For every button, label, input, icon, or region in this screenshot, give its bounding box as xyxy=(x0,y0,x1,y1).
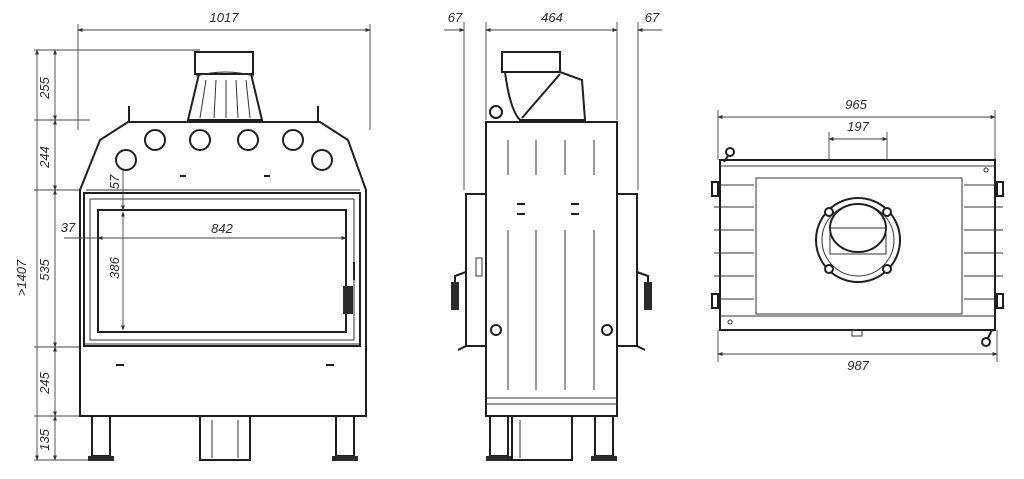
front-view: >1407 255 244 535 245 135 1017 xyxy=(14,10,371,461)
air-holes xyxy=(115,129,333,171)
glass-width-label: 842 xyxy=(211,221,233,236)
top-flue-ring xyxy=(815,197,901,283)
front-flue-outlet xyxy=(186,51,264,121)
side-depth-label: 464 xyxy=(541,10,563,25)
flue-diameter-label: 197 xyxy=(847,119,869,134)
side-view: 67 464 67 xyxy=(444,10,662,461)
side-flue-elbow xyxy=(489,51,587,121)
glass-height-label: 386 xyxy=(107,256,122,278)
total-height-label: >1407 xyxy=(14,259,29,296)
front-height-extension-lines xyxy=(34,49,200,461)
glass-panel xyxy=(97,209,347,333)
top-offset-label: 57 xyxy=(107,174,122,189)
total-width-label: 1017 xyxy=(210,10,240,25)
seg-flue-label: 255 xyxy=(37,76,52,99)
bottom-width-label: 987 xyxy=(847,358,869,373)
seg-legs-label: 135 xyxy=(37,428,52,450)
seg-top-label: 244 xyxy=(37,146,52,169)
side-right-handle-label: 67 xyxy=(645,10,660,25)
seg-bottom-label: 245 xyxy=(37,371,52,394)
side-body xyxy=(485,121,618,417)
front-legs xyxy=(88,415,358,461)
side-left-handle-label: 67 xyxy=(448,10,463,25)
top-view: 965 197 xyxy=(711,97,1004,373)
top-width-label: 965 xyxy=(845,97,867,112)
left-offset-label: 37 xyxy=(61,220,76,235)
seg-door-label: 535 xyxy=(37,258,52,280)
